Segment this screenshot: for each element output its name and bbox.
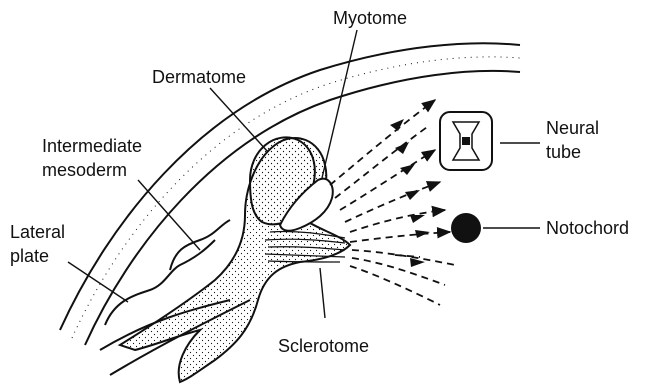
label-neural-line1: Neural [546,118,599,138]
migration-arrows [330,100,455,305]
intermediate-mesoderm [170,220,230,270]
label-neural-line2: tube [546,142,581,162]
neural-tube [440,112,492,170]
label-sclerotome: Sclerotome [278,336,369,356]
label-lateral-line1: Lateral [10,222,65,242]
arrowheads [390,119,430,267]
label-notochord: Notochord [546,218,629,238]
notochord-shape [451,213,481,243]
label-dermatome: Dermatome [152,67,246,87]
label-intermediate-line1: Intermediate [42,136,142,156]
label-myotome: Myotome [333,8,407,28]
label-intermediate-line2: mesoderm [42,160,127,180]
label-lateral-line2: plate [10,246,49,266]
